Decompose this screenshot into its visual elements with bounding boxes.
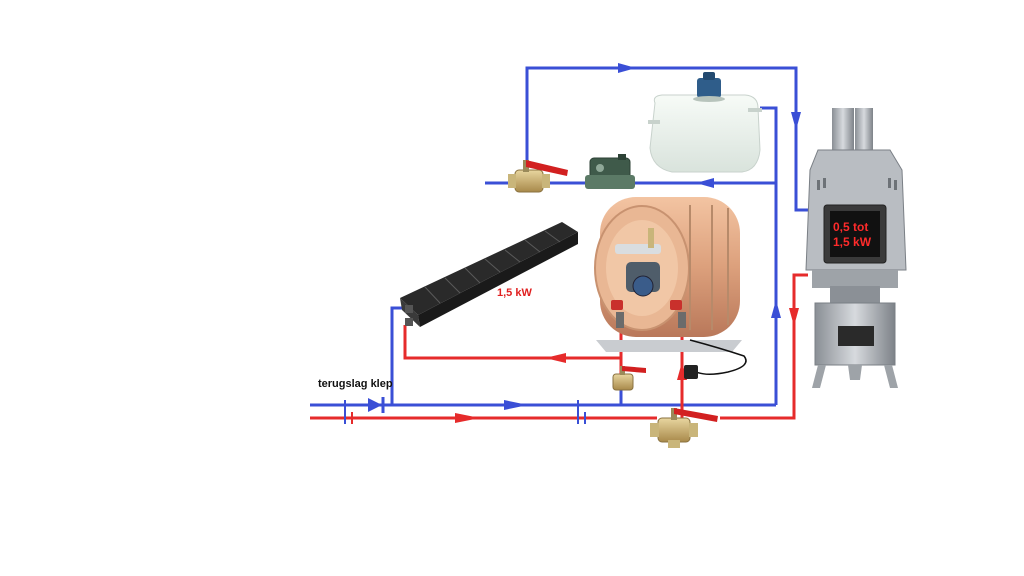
- flow-arrow-icon: [791, 112, 801, 130]
- pipe-fittings: [344, 400, 586, 424]
- flow-arrow-icon: [696, 178, 714, 188]
- flow-arrows: [455, 63, 801, 423]
- radiator-power-label: 1,5 kW: [497, 287, 532, 299]
- circulation-pump-icon: [585, 154, 635, 189]
- stove-power-label: 0,5 tot 1,5 kW: [833, 220, 881, 250]
- wood-stove-icon: [805, 108, 907, 388]
- flow-arrow-icon: [789, 308, 799, 326]
- stove-power-line1: 0,5 tot: [833, 220, 869, 234]
- flow-arrow-icon: [545, 353, 566, 363]
- stove-power-line2: 1,5 kW: [833, 235, 872, 249]
- expansion-tank-icon: [648, 72, 762, 173]
- water-heater-icon: [594, 197, 747, 379]
- check-valve-label: terugslag klep: [318, 378, 393, 390]
- radiator-icon: [400, 222, 578, 327]
- three-way-valve-icon: [650, 408, 718, 448]
- flow-arrow-icon: [618, 63, 636, 73]
- flow-arrow-icon: [455, 413, 480, 423]
- ball-valve-icon: [612, 366, 646, 391]
- flow-arrow-icon: [771, 300, 781, 318]
- check-valve-icon: [368, 397, 385, 413]
- flow-arrow-icon: [504, 400, 528, 410]
- ball-valve-icon: [508, 160, 568, 193]
